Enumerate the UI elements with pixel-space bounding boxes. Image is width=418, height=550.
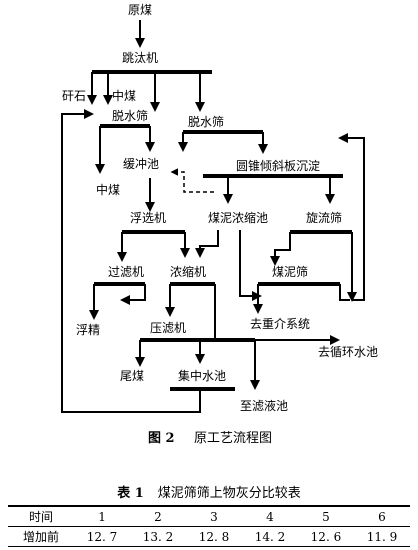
node-filter-press: 压滤机 [150, 321, 186, 335]
table-header-cell: 1 [98, 509, 106, 524]
node-dewater-screen-right: 脱水筛 [188, 114, 224, 129]
node-flotation: 浮选机 [130, 211, 166, 225]
node-cyclone-screen: 旋流筛 [306, 210, 342, 225]
return-line [338, 133, 365, 301]
node-raw-coal: 原煤 [128, 3, 152, 17]
node-jig: 跳汰机 [122, 51, 158, 65]
flow-line [270, 232, 291, 266]
dashed-link [170, 168, 214, 193]
table-cell: 增加前 [23, 530, 60, 544]
node-buffer-tank: 缓冲池 [123, 156, 159, 171]
node-gangue: 矸石 [62, 89, 86, 103]
table-cell: 14. 2 [254, 529, 286, 544]
flow-line [120, 284, 146, 305]
table-cell: 12. 6 [310, 529, 342, 544]
figure-caption-text: 原工艺流程图 [194, 431, 272, 446]
table-cell: 13. 2 [142, 529, 174, 544]
table-row: 增加前 12. 7 13. 2 12. 8 14. 2 12. 6 11. 9 [8, 527, 410, 547]
table-cell: 11. 9 [366, 529, 398, 544]
ash-comparison-table: 时间 1 2 3 4 5 6 增加前 12. 7 13. 2 12. 8 14.… [8, 505, 410, 547]
table-header-cell: 时间 [29, 510, 54, 524]
flow-line [339, 284, 350, 301]
table-title-text: 煤泥筛筛上物灰分比较表 [157, 486, 301, 501]
table-header-cell: 6 [378, 509, 386, 524]
process-flowchart: 原煤 跳汰机 矸石 中煤 脱水筛 脱水筛 缓冲池 中煤 圆锥倾斜板沉淀 煤泥浓缩… [61, 3, 378, 446]
node-slime-thickener: 煤泥浓缩池 [208, 210, 268, 225]
node-concentrator: 浓缩机 [170, 264, 206, 279]
table-cell: 12. 8 [198, 529, 230, 544]
table-header-row: 时间 1 2 3 4 5 6 [8, 506, 410, 527]
ash-comparison-table-block: 表 1 煤泥筛筛上物灰分比较表 时间 1 2 3 4 5 6 增加前 12. 7 … [8, 482, 410, 547]
node-clean-coal: 浮精 [76, 323, 100, 337]
table-header-cell: 2 [154, 509, 162, 524]
flow-line [239, 230, 262, 301]
table-header-cell: 5 [322, 509, 330, 524]
table-label: 表 1 [117, 486, 144, 501]
node-dewater-screen-left: 脱水筛 [112, 108, 148, 123]
flow-line [214, 284, 340, 345]
node-to-dense-media: 去重介系统 [250, 317, 310, 331]
node-cone-settler: 圆锥倾斜板沉淀 [236, 159, 320, 173]
node-slime-screen: 煤泥筛 [272, 264, 308, 279]
node-tailings: 尾煤 [120, 369, 144, 383]
node-to-filtrate-tank: 至滤液池 [240, 398, 288, 413]
node-middlings-bottom: 中煤 [96, 182, 120, 197]
node-collect-tank: 集中水池 [178, 368, 226, 383]
table-cell: 12. 7 [86, 529, 118, 544]
node-middlings-top: 中煤 [112, 88, 136, 103]
table-title: 表 1 煤泥筛筛上物灰分比较表 [8, 482, 410, 501]
return-line [61, 109, 201, 413]
table-header-cell: 3 [210, 509, 218, 524]
flow-line [195, 230, 219, 258]
node-to-circulation-tank: 去循环水池 [318, 345, 378, 359]
node-filter: 过滤机 [108, 265, 144, 279]
figure-caption-label: 图 2 [148, 431, 175, 446]
table-header-cell: 4 [266, 509, 274, 524]
